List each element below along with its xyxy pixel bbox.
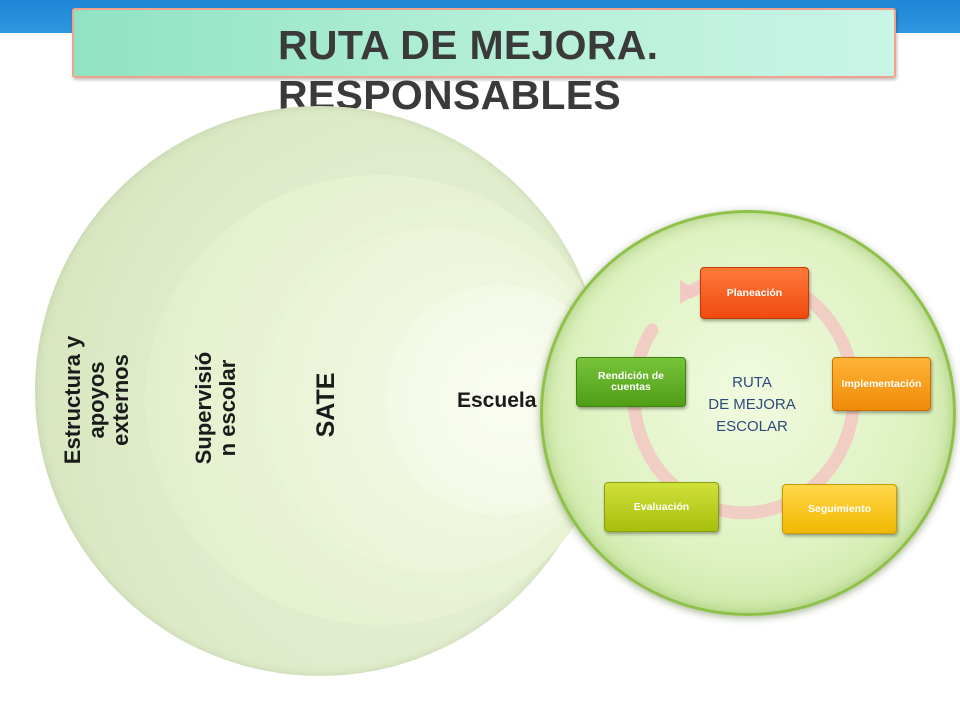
cycle-arrowhead	[680, 280, 700, 304]
title-banner	[72, 8, 896, 78]
step-evaluacion: Evaluación	[604, 482, 719, 532]
step-planeacion: Planeación	[700, 267, 809, 319]
ruta-center-label: RUTA DE MEJORA ESCOLAR	[708, 374, 796, 435]
label-school: Escuela	[457, 389, 537, 412]
step-implementacion: Implementación	[832, 357, 931, 411]
step-rendicion-de-cuentas: Rendición de cuentas	[576, 357, 686, 407]
step-seguimiento: Seguimiento	[782, 484, 897, 534]
page-title: RUTA DE MEJORA. RESPONSABLES	[278, 22, 659, 118]
ruta-de-mejora-cycle-circle	[540, 210, 956, 616]
